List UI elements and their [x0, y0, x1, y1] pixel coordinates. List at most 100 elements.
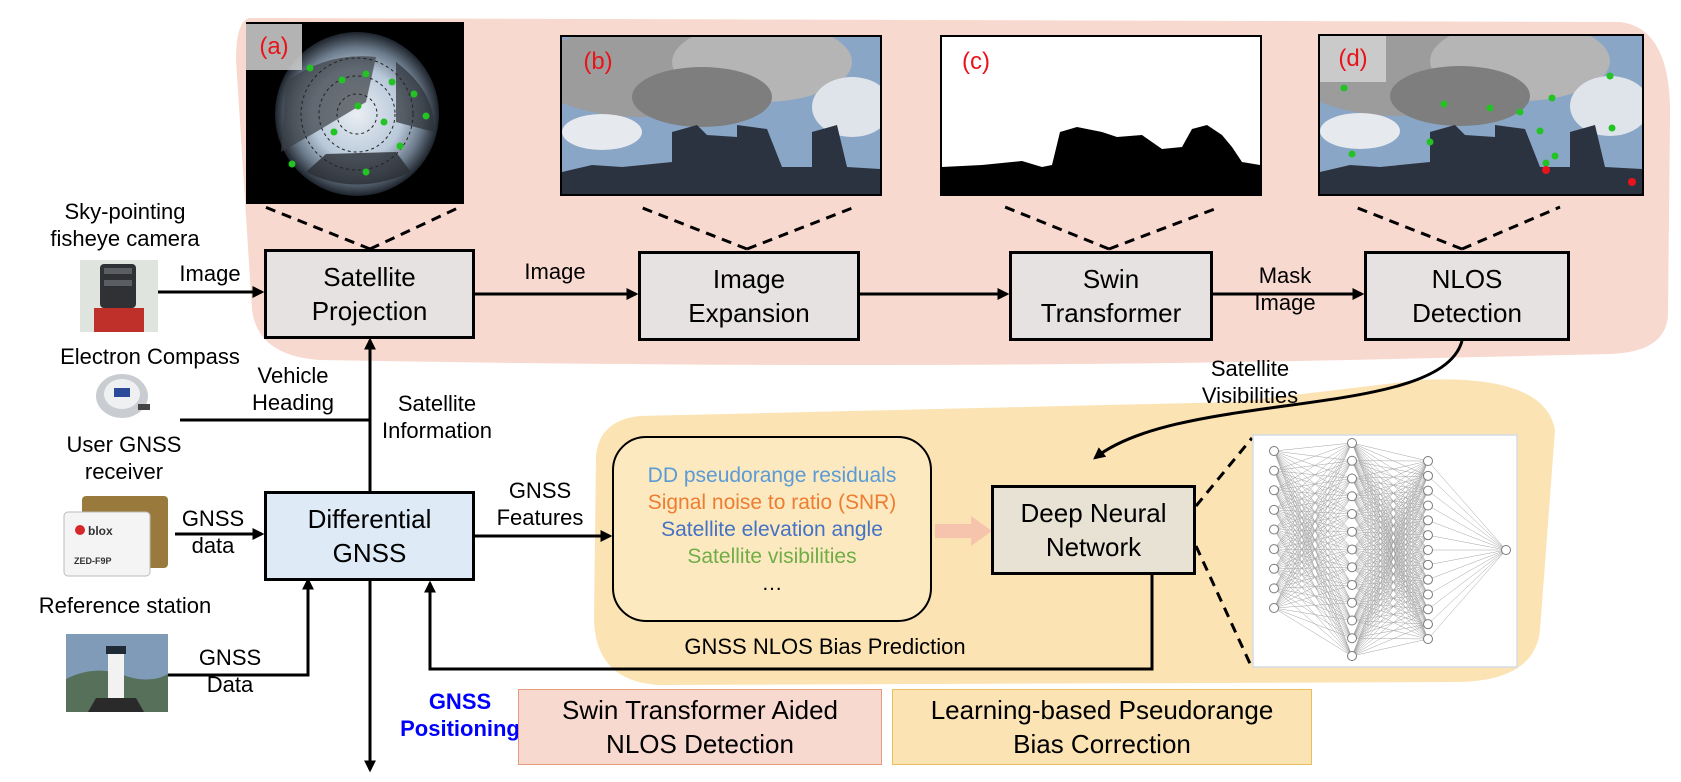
network-node	[1269, 504, 1279, 515]
network-node	[1269, 524, 1279, 535]
panel-label-b: (b)	[583, 48, 613, 75]
satellite-marker	[1440, 100, 1448, 108]
zoom-dashes	[264, 205, 1561, 669]
satellite-marker	[1426, 138, 1434, 146]
feature-flow-arrow	[935, 516, 992, 546]
satellite-marker	[380, 118, 388, 126]
network-node	[1347, 633, 1357, 644]
satellite-marker	[362, 70, 370, 78]
gnss-features-box: DD pseudorange residuals Signal noise to…	[612, 436, 932, 622]
network-node	[1347, 491, 1357, 502]
network-node	[1347, 597, 1357, 608]
fisheye-image	[246, 22, 464, 204]
camera-label: Sky-pointing fisheye camera	[50, 199, 200, 251]
network-node	[1347, 526, 1357, 537]
satellite-marker	[1536, 127, 1544, 135]
image-expansion-box: Image Expansion	[638, 251, 860, 341]
bias-feedback-arrow	[424, 573, 1154, 671]
bias-prediction-label: GNSS NLOS Bias Prediction	[684, 634, 966, 659]
reference-station-label: Reference station	[38, 593, 212, 618]
expanded-image	[560, 35, 882, 196]
reference-data-arrow	[166, 577, 314, 677]
electron-compass-icon	[92, 370, 152, 422]
nlos-detection-box: NLOS Detection	[1364, 251, 1570, 341]
network-node	[1347, 562, 1357, 573]
satellite-information-label: Satellite Information	[381, 391, 493, 443]
network-node	[1501, 545, 1511, 555]
satellite-marker	[288, 160, 296, 168]
satellite-marker	[1516, 108, 1524, 116]
satellite-marker	[1606, 72, 1614, 80]
satellite-marker	[1551, 152, 1559, 160]
differential-gnss-box: Differential GNSS	[264, 491, 475, 581]
nlos-satellite-marker	[1542, 166, 1550, 174]
satellite-marker	[362, 168, 370, 176]
network-illustration	[1252, 434, 1518, 668]
network-node	[1347, 615, 1357, 626]
network-node	[1269, 544, 1279, 555]
satellite-marker	[1548, 94, 1556, 102]
network-nodes	[1269, 438, 1511, 661]
satellite-marker	[338, 76, 346, 84]
chip-brand: blox	[88, 524, 113, 538]
network-node	[1269, 603, 1279, 613]
gnss-data-reference-label: GNSS Data	[198, 645, 262, 697]
network-node	[1423, 589, 1433, 600]
network-node	[1347, 455, 1357, 466]
panel-label-a: (a)	[246, 24, 302, 70]
feature-satellite-visibilities: Satellite visibilities	[687, 544, 857, 568]
fisheye-camera-icon	[80, 260, 158, 332]
mask-image-label: Mask Image	[1254, 263, 1316, 315]
nlos-image	[1318, 34, 1644, 196]
network-node	[1269, 465, 1279, 476]
satellite-marker	[330, 128, 338, 136]
satellite-marker	[306, 64, 314, 72]
nlos-satellite-marker	[1628, 178, 1636, 186]
network-node	[1269, 485, 1279, 496]
satellite-visibilities-arrow	[1093, 340, 1464, 460]
satellite-marker	[396, 142, 404, 150]
mask-image	[940, 35, 1262, 196]
gnss-positioning-label: GNSS Positioning	[400, 689, 520, 741]
feature-elevation-angle: Satellite elevation angle	[661, 517, 883, 541]
satellite-marker	[410, 90, 418, 98]
network-node	[1423, 515, 1433, 526]
connectors	[158, 286, 1464, 773]
network-node	[1269, 446, 1279, 456]
nlos-satellites	[1340, 72, 1636, 186]
network-node	[1423, 619, 1433, 630]
fisheye-satellites	[288, 64, 430, 176]
panel-label-c: (c)	[962, 48, 990, 75]
network-node	[1423, 485, 1433, 496]
network-node	[1423, 545, 1433, 555]
network-node	[1423, 456, 1433, 466]
gnss-data-label: GNSS data	[181, 506, 245, 558]
network-node	[1347, 651, 1357, 661]
receiver-label: User GNSS receiver	[66, 432, 182, 484]
legend-swin-nlos: Swin Transformer Aided NLOS Detection	[518, 689, 882, 765]
reference-station-icon	[66, 634, 168, 712]
network-node	[1347, 473, 1357, 484]
satellite-marker	[354, 102, 362, 110]
satellite-marker	[1348, 150, 1356, 158]
vehicle-heading-label: Vehicle Heading	[252, 363, 334, 415]
network-connections	[1273, 442, 1507, 657]
network-node	[1423, 500, 1433, 511]
satellite-marker	[422, 112, 430, 120]
satellite-marker	[1340, 84, 1348, 92]
satellite-visibilities-label: Satellite Visibilities	[1201, 356, 1299, 408]
satellite-marker	[388, 78, 396, 86]
network-node	[1423, 604, 1433, 615]
deep-neural-network-box: Deep Neural Network	[991, 485, 1196, 575]
chip-model: ZED-F9P	[74, 556, 112, 566]
network-node	[1423, 574, 1433, 585]
image-label-1: Image	[179, 261, 241, 286]
swin-transformer-box: Swin Transformer	[1009, 251, 1213, 341]
network-node	[1347, 544, 1357, 555]
network-node	[1423, 470, 1433, 481]
gnss-chip-icon: blox ZED-F9P	[62, 494, 170, 578]
satellite-marker	[1486, 104, 1494, 112]
gnss-features-label: GNSS Features	[496, 478, 584, 530]
network-node	[1269, 583, 1279, 594]
